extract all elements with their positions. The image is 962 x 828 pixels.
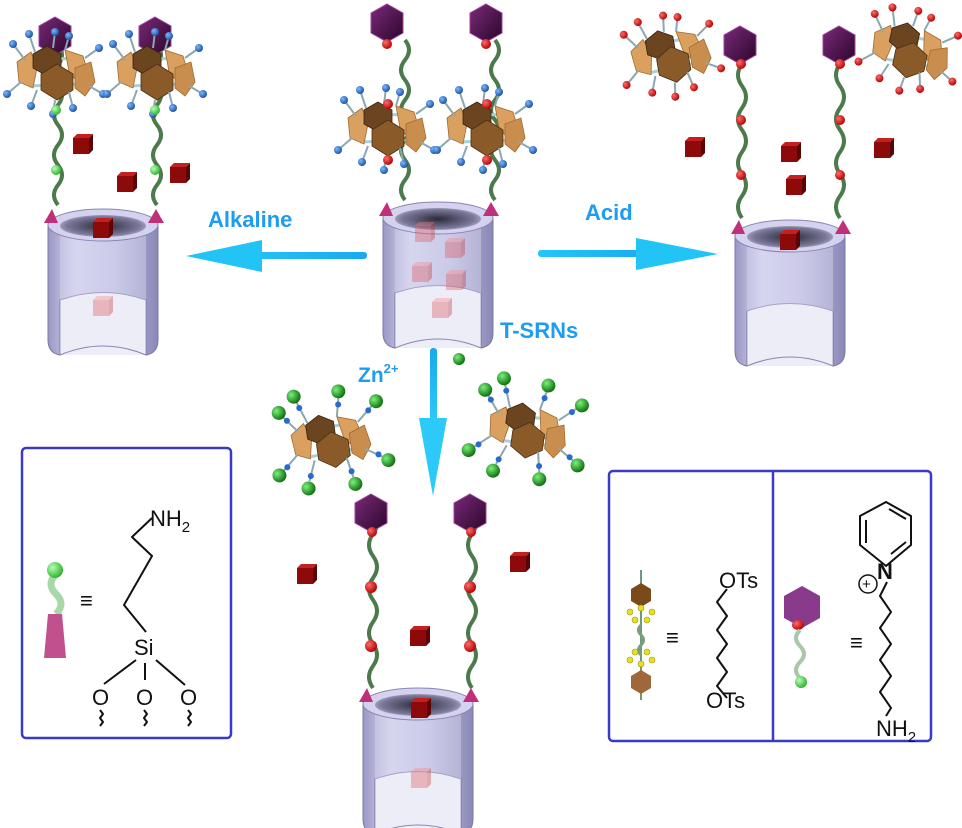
stopper-hexagon bbox=[469, 3, 503, 43]
equiv-sign: ≡ bbox=[80, 588, 93, 613]
cargo-cube bbox=[781, 142, 801, 162]
state-center-tsrns: T-SRNs bbox=[333, 3, 578, 349]
pillararene-ring-free bbox=[610, 1, 731, 111]
cargo-cube bbox=[874, 138, 894, 158]
state-acid bbox=[610, 0, 962, 367]
cargo-cube bbox=[170, 163, 190, 183]
tsrns-label: T-SRNs bbox=[500, 318, 578, 343]
nanocontainer bbox=[378, 201, 500, 349]
equiv-sign: ≡ bbox=[850, 630, 863, 655]
pillararene-ring-zn bbox=[457, 365, 598, 494]
propyl-chain bbox=[123, 517, 153, 633]
stopper-hexagon bbox=[370, 3, 404, 43]
pyridinium-ring bbox=[859, 501, 912, 567]
oxygen-atom: O bbox=[92, 685, 109, 710]
positive-charge-icon bbox=[858, 574, 878, 594]
axle-chain bbox=[367, 510, 379, 690]
equiv-sign: ≡ bbox=[666, 625, 679, 650]
stopper-hexagon bbox=[723, 25, 757, 65]
legend-box-silane: ≡ NH2 Si O O O bbox=[20, 446, 233, 740]
oxygen-atom: O bbox=[180, 685, 197, 710]
nitrogen-atom: N bbox=[877, 559, 893, 584]
oxygen-atom: O bbox=[136, 685, 153, 710]
pillararene-ring-free bbox=[848, 0, 962, 107]
state-alkaline bbox=[2, 16, 208, 356]
stopper-hexagon bbox=[354, 493, 388, 533]
arrow-acid: Acid bbox=[538, 200, 718, 270]
cargo-cube bbox=[297, 564, 317, 584]
cargo-cube bbox=[786, 175, 806, 195]
zinc-label: Zn2+ bbox=[358, 361, 399, 387]
acid-label: Acid bbox=[585, 200, 633, 225]
axle-chain bbox=[834, 40, 846, 220]
amine-group: NH2 bbox=[876, 716, 916, 746]
cargo-cube bbox=[117, 172, 137, 192]
cargo-cube bbox=[510, 552, 530, 572]
hexyl-chain bbox=[879, 581, 892, 717]
tosylate-bottom: OTs bbox=[706, 688, 745, 713]
axle-chain bbox=[466, 510, 478, 690]
cargo-cube bbox=[780, 230, 800, 250]
alkyl-chain bbox=[716, 588, 728, 699]
alkaline-label: Alkaline bbox=[208, 207, 292, 232]
cargo-cube bbox=[73, 134, 93, 154]
stopper-hexagon bbox=[822, 25, 856, 65]
cargo-cube bbox=[410, 626, 430, 646]
zinc-ion bbox=[453, 353, 465, 365]
arrow-zinc: Zn2+ bbox=[358, 348, 447, 496]
silicon-atom: Si bbox=[134, 635, 154, 660]
tosylate-top: OTs bbox=[719, 568, 758, 593]
ditosylate-icon bbox=[626, 570, 656, 700]
amine-group: NH2 bbox=[150, 506, 190, 536]
pyridinium-axle-icon bbox=[784, 586, 820, 688]
legend-box-axle: ≡ OTs OTs ≡ N + NH2 bbox=[607, 469, 933, 746]
stopper-hexagon bbox=[453, 493, 487, 533]
cargo-cube bbox=[93, 218, 113, 238]
state-zinc bbox=[259, 353, 598, 828]
cargo-cube bbox=[411, 698, 431, 718]
svg-text:+: + bbox=[862, 576, 871, 593]
pillararene-ring-zn bbox=[259, 375, 400, 504]
axle-chain bbox=[736, 40, 748, 220]
axle-chain bbox=[489, 38, 501, 202]
silane-linker-icon bbox=[44, 562, 66, 658]
cargo-cube bbox=[685, 137, 705, 157]
arrow-alkaline: Alkaline bbox=[186, 207, 367, 272]
